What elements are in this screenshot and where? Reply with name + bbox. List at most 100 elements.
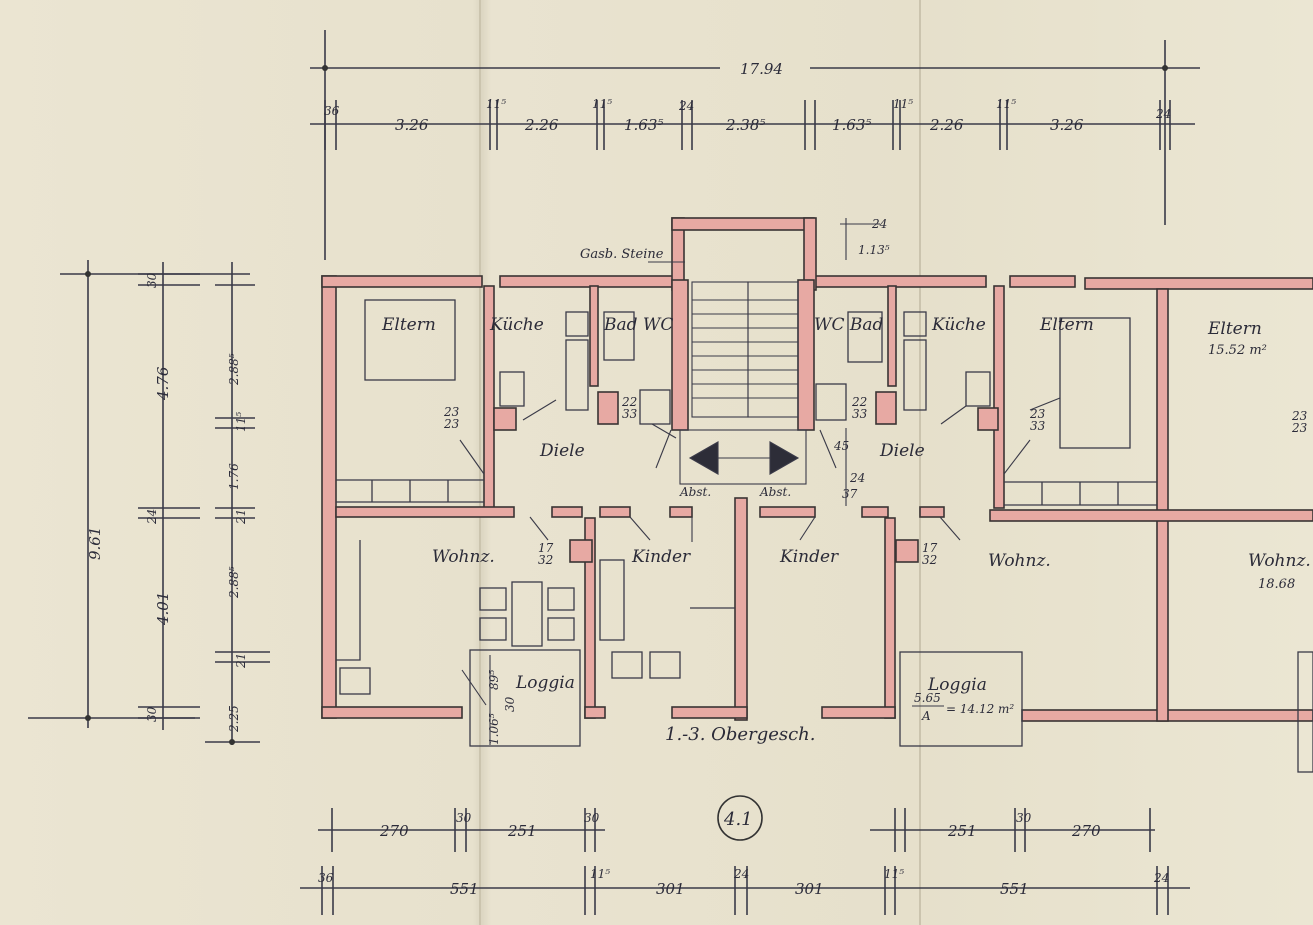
room-label-bad-left: Bad WC [603,315,673,335]
loggia-calc-den: A [921,709,931,723]
dim-label: 4.76 [154,366,172,401]
dim-label: 1.76 [227,463,241,490]
room-label-eltern-far: Eltern [1207,319,1262,339]
dim-label: 1.63⁵ [624,116,663,134]
room-label-loggia-left: Loggia [515,673,575,693]
dim-label: 21 [234,653,248,669]
dim-label: 551 [1000,880,1029,898]
chimney-dim: 32 [538,553,553,567]
room-label-diele-right: Diele [879,441,925,461]
dim-label: 11⁵ [996,97,1016,111]
dim-label: 11⁵ [884,867,904,881]
chimney-dim: 23 [1029,407,1046,421]
loggia-dim: 1.06⁵ [487,713,501,745]
note-absatz-right: Abst. [759,485,791,499]
chimney-dim: 37 [842,487,858,501]
walls [321,217,1313,722]
room-labels: Eltern Küche Bad WC Diele Wohnz. Kinder … [381,315,1311,695]
bottom-dimension-chain: 270 30 251 30 251 30 270 36 551 11⁵ 301 … [300,808,1190,915]
dim-label: 24 [733,867,749,881]
room-label-kinder-left: Kinder [631,547,691,567]
room-label-wohnz-right: Wohnz. [988,551,1051,571]
dim-label: 11⁵ [893,97,913,111]
dim-label: 2.26 [524,116,559,134]
dim-label: 301 [795,880,824,898]
chimney-dim: 33 [852,407,868,421]
dim-label: 36 [318,871,334,885]
room-label-eltern-left: Eltern [381,315,436,335]
room-label-wohnz-far: Wohnz. [1248,551,1311,571]
dim-label: 2.88⁵ [227,353,241,386]
dim-label: 251 [947,822,977,840]
annotations: Gasb. Steine 24 1.13⁵ Abst. Abst. 5.65 A… [443,217,1308,745]
dim-label: 270 [1071,822,1101,840]
sheet-number: 4.1 [723,809,753,830]
dim-label: 30 [584,811,600,825]
chimney-dim: 23 [1291,409,1308,423]
dim-label: 24 [1155,107,1171,121]
dim-label: 21 [234,509,248,525]
dim-label: 3.26 [1050,116,1084,134]
dim-label: 1.13⁵ [858,243,890,257]
chimney-dim: 33 [622,407,638,421]
dim-label: 24 [871,217,887,231]
chimney-dim: 22 [851,395,867,409]
room-area-eltern-far: 15.52 m² [1208,343,1267,358]
dim-label: 270 [379,822,409,840]
top-dimension-chain: 17.94 36 3.26 11⁵ 2.26 11⁵ 1.63⁵ 24 2.38… [310,30,1200,260]
dim-label: 9.61 [86,527,104,560]
dim-label: 11⁵ [592,97,612,111]
dim-label: 2.26 [929,116,964,134]
furniture-fixtures [336,299,1313,773]
dim-label: 30 [456,811,472,825]
chimney-dim: 17 [922,541,938,555]
dim-label: 24 [145,509,159,525]
chimney-dim: 17 [538,541,554,555]
loggia-dim: 89⁵ [487,670,501,690]
dim-label: 301 [656,880,685,898]
chimney-dim: 33 [1030,419,1046,433]
staircase [679,281,807,485]
room-label-eltern-right: Eltern [1039,315,1094,335]
room-area-wohnz-far: 18.68 [1258,577,1295,592]
chimney-dim: 22 [621,395,637,409]
room-label-kueche-right: Küche [931,315,986,335]
dim-label: 1.63⁵ [832,116,871,134]
dim-label: 30 [1016,811,1032,825]
chimney-dim: 23 [443,417,460,431]
note-gasbeton: Gasb. Steine [580,247,664,262]
room-label-kueche-left: Küche [489,315,544,335]
dim-label: 11⁵ [486,97,506,111]
room-label-diele-left: Diele [539,441,585,461]
room-label-wc-bad-right: WC Bad [814,315,884,335]
chimney-dim: 45 [833,439,849,453]
dim-label: 2.25 [227,705,241,733]
dim-label: 11⁵ [234,412,248,432]
dim-label: 30 [145,706,159,722]
loggia-calc-result: = 14.12 m² [946,702,1014,716]
chimney-dim: 23 [443,405,460,419]
dim-label: 24 [678,99,694,113]
drawing-title: 1.-3. Obergesch. [665,724,816,745]
chimney-dim: 23 [1291,421,1308,435]
chimney-dim: 32 [922,553,937,567]
dim-label: 3.26 [395,116,429,134]
note-absatz-left: Abst. [679,485,711,499]
room-label-loggia-right: Loggia [927,675,987,695]
dim-label: 4.01 [154,592,172,626]
left-dimension-chain: 9.61 30 4.76 24 4.01 21 30 2.88⁵ 11⁵ 1.7… [28,260,270,745]
dim-label: 24 [1153,871,1169,885]
door-swings [459,397,1061,706]
chimney-dim: 24 [849,471,865,485]
dim-label: 36 [324,104,340,118]
loggia-calc-num: 5.65 [914,691,941,705]
room-label-kinder-right: Kinder [779,547,839,567]
dim-label: 551 [450,880,479,898]
loggia-dim: 30 [503,696,517,712]
dim-label: 251 [507,822,537,840]
dim-label: 30 [145,272,159,288]
dim-label: 11⁵ [590,867,610,881]
dim-label: 2.88⁵ [227,566,241,599]
